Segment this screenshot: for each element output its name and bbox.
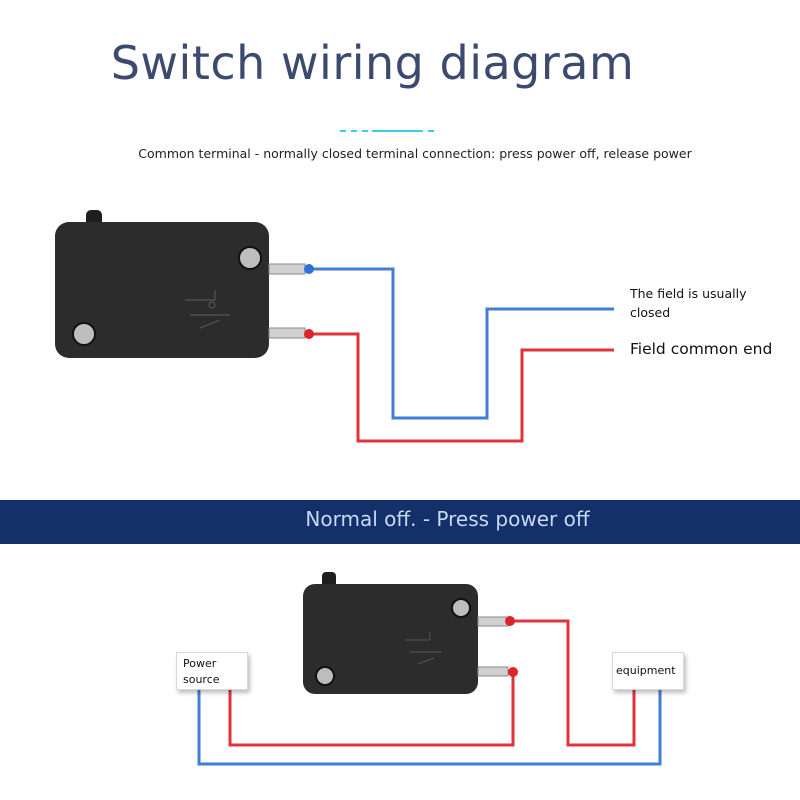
wire-blue-bottom [197,690,662,766]
wire-normally-closed [308,267,614,420]
micro-switch-icon [303,572,509,694]
page-title: Switch wiring diagram [110,36,635,90]
label-common-end: Field common end [630,340,773,358]
label-normally-closed: The field is usually closed [630,286,747,320]
terminal-dot-red [304,329,314,339]
micro-switch-icon [55,210,306,358]
equipment-box: equipment [612,652,684,690]
page-subtitle: Common terminal - normally closed termin… [138,146,692,161]
wire-red-bottom-right [510,619,636,747]
wire-common [308,332,614,443]
terminal-dot-red [508,667,518,677]
wire-red-bottom-left [228,672,515,747]
terminal-dot-blue [304,264,314,274]
power-source-box: Power source [176,652,248,690]
terminal-dot-red [505,616,515,626]
banner-text: Normal off. - Press power off [305,507,590,531]
section-banner [0,500,800,544]
